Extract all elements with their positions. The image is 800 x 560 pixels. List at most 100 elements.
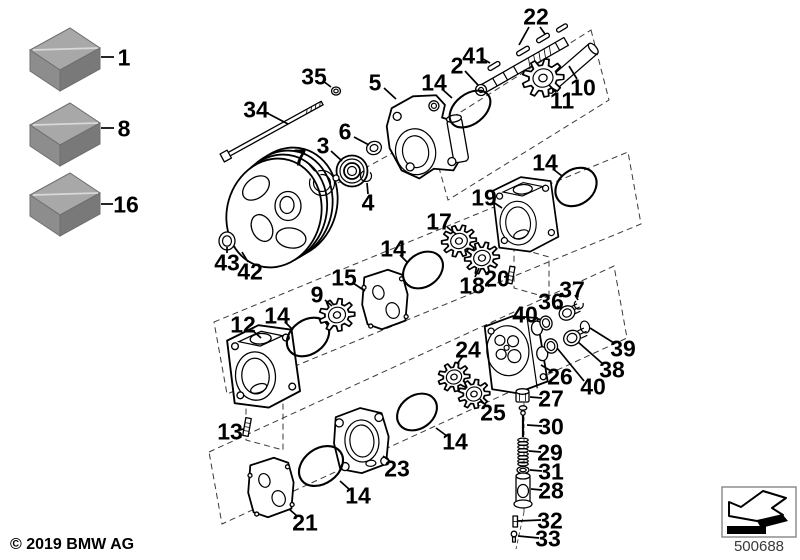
part-label-28[interactable]: 28	[538, 477, 564, 503]
part-label-5[interactable]: 5	[369, 69, 382, 95]
bearing-3	[332, 154, 369, 188]
part-label-7[interactable]: 7	[294, 144, 307, 170]
part-label-35[interactable]: 35	[301, 63, 327, 89]
part-label-20[interactable]: 20	[484, 265, 510, 291]
leader-line-19	[492, 201, 503, 209]
leader-line-9	[324, 299, 333, 307]
part-label-4[interactable]: 4	[362, 189, 375, 215]
fitting-38	[563, 327, 588, 347]
part-label-27[interactable]: 27	[538, 385, 564, 411]
part-label-39[interactable]: 39	[610, 335, 636, 361]
part-label-2[interactable]: 2	[451, 52, 464, 78]
part-label-31[interactable]: 31	[538, 458, 564, 484]
part-label-11[interactable]: 11	[550, 87, 575, 113]
part-label-6[interactable]: 6	[339, 118, 352, 144]
part-label-15[interactable]: 15	[331, 264, 357, 290]
key-22-2	[535, 32, 551, 44]
part-label-3[interactable]: 3	[317, 132, 330, 158]
leader-line-24	[456, 355, 464, 365]
parts-kit-box-8[interactable]	[29, 102, 101, 167]
part-label-22[interactable]: 22	[523, 3, 549, 29]
leader-line-17	[446, 226, 457, 235]
screw-33	[510, 530, 518, 543]
part-label-1[interactable]: 1	[118, 44, 131, 70]
leader-line-38	[577, 341, 604, 365]
o-ring-40-a	[539, 315, 553, 331]
leader-line-5	[383, 87, 397, 100]
leader-line-14-e	[435, 427, 448, 437]
part-label-23[interactable]: 23	[384, 455, 410, 481]
part-label-18[interactable]: 18	[459, 272, 485, 298]
parts-kit-box-16[interactable]	[29, 172, 101, 237]
leader-line-27	[529, 396, 543, 399]
part-label-14-d[interactable]: 14	[264, 302, 290, 328]
part-label-19[interactable]: 19	[471, 184, 497, 210]
part-label-14-e[interactable]: 14	[442, 428, 468, 454]
leader-line-41	[482, 58, 491, 64]
part-label-37[interactable]: 37	[559, 276, 585, 302]
leader-line-15	[352, 282, 366, 292]
leader-line-2	[464, 70, 479, 86]
part-label-25[interactable]: 25	[480, 399, 506, 425]
copyright: © 2019 BMW AG	[10, 536, 134, 553]
part-label-13[interactable]: 13	[217, 418, 243, 444]
part-label-14-c[interactable]: 14	[380, 235, 406, 261]
part-label-41[interactable]: 41	[462, 42, 488, 68]
leader-line-35	[322, 80, 332, 88]
leader-line-14-a	[441, 88, 453, 99]
part-label-43[interactable]: 43	[214, 249, 240, 275]
parts-kit-box-1[interactable]	[29, 27, 101, 92]
leader-line-37	[574, 294, 579, 301]
part-label-24[interactable]: 24	[455, 336, 481, 362]
thumbnail-box[interactable]	[721, 486, 797, 538]
part-label-40-b[interactable]: 40	[580, 373, 606, 399]
diagram-number: 500688	[734, 538, 784, 555]
pin-20	[506, 265, 516, 285]
leader-line-11	[548, 84, 557, 93]
circlip-4	[359, 169, 373, 183]
part-label-21[interactable]: 21	[292, 509, 318, 535]
part-label-29[interactable]: 29	[537, 439, 563, 465]
leader-line-10	[568, 65, 578, 80]
part-label-40-a[interactable]: 40	[512, 301, 538, 327]
part-label-9[interactable]: 9	[311, 281, 324, 307]
part-label-17[interactable]: 17	[426, 208, 452, 234]
part-label-42[interactable]: 42	[237, 258, 263, 284]
cover-plate-21	[244, 455, 297, 520]
part-label-12[interactable]: 12	[230, 311, 256, 337]
part-label-30[interactable]: 30	[538, 413, 564, 439]
part-label-26[interactable]: 26	[547, 363, 573, 389]
gears	[318, 58, 565, 410]
flow-control-valve-stack	[510, 388, 533, 550]
part-label-33[interactable]: 33	[535, 525, 561, 551]
housing-26	[483, 315, 549, 395]
leader-line-22	[539, 26, 546, 35]
o-rings-14	[285, 89, 598, 488]
leader-line-25	[479, 398, 488, 408]
nut-35	[330, 86, 342, 96]
part-label-38[interactable]: 38	[599, 356, 625, 382]
part-label-14-a[interactable]: 14	[421, 69, 447, 95]
part-label-14-b[interactable]: 14	[532, 149, 558, 175]
part-label-34[interactable]: 34	[243, 96, 269, 122]
leader-line-12	[251, 329, 262, 339]
part-label-36[interactable]: 36	[538, 288, 564, 314]
part-label-16[interactable]: 16	[113, 191, 139, 217]
gear-part-11	[521, 58, 565, 98]
leader-line-7	[307, 162, 316, 172]
leader-line-23	[382, 455, 392, 463]
clip-37	[573, 300, 584, 310]
page-flip-arrow-icon	[727, 490, 788, 534]
leader-line-31	[529, 469, 543, 472]
part-label-14-f[interactable]: 14	[345, 482, 371, 508]
part-label-10[interactable]: 10	[570, 74, 596, 100]
leader-line-4	[366, 182, 369, 195]
leader-line-34	[266, 112, 289, 125]
housing-23	[333, 407, 390, 475]
o-ring-39	[579, 320, 591, 334]
collar-30	[518, 405, 528, 411]
leader-line-21	[288, 508, 298, 517]
part-label-32[interactable]: 32	[537, 507, 563, 533]
part-label-8[interactable]: 8	[118, 115, 131, 141]
